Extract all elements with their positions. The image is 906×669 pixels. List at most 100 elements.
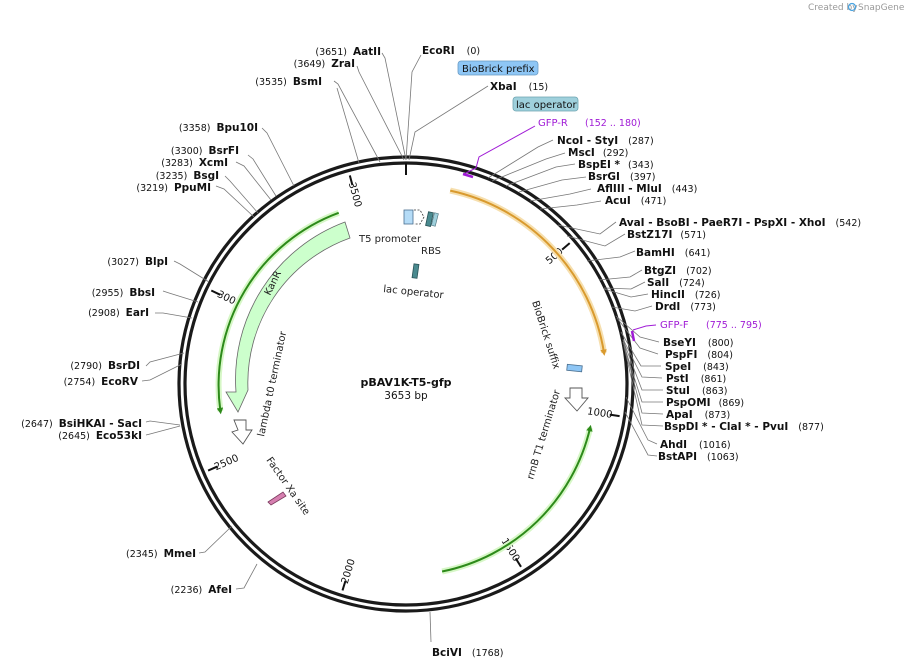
left-cds-arrow (216, 211, 340, 415)
site-bspei[interactable]: BspEI *(343) (578, 159, 654, 171)
lambda-t0-terminator-icon (231, 419, 253, 445)
site-bspdi-clai-pvui[interactable]: BspDI * - ClaI * - PvuI(877) (664, 421, 824, 433)
site-hincii[interactable]: HincII(726) (651, 289, 720, 301)
gfp-glow (449, 187, 607, 354)
gfp-r-mark (462, 172, 474, 179)
site-avai-xhoi[interactable]: AvaI - BsoBI - PaeR7I - PspXI - XhoI(542… (619, 217, 861, 229)
site-ahdi[interactable]: AhdI(1016) (660, 439, 731, 451)
site-eco53ki[interactable]: (2645)Eco53kI (58, 430, 142, 442)
site-psti[interactable]: PstI(861) (666, 373, 726, 385)
site-sali[interactable]: SalI(724) (647, 277, 705, 289)
factor-xa-site-icon (267, 491, 287, 506)
t5-promoter-arrow-icon (414, 209, 425, 225)
site-aatii[interactable]: (3651)AatII (315, 46, 381, 58)
site-bstz17i[interactable]: BstZ17I(571) (627, 229, 706, 241)
lac-operator-label: lac operator (383, 284, 445, 301)
site-afei[interactable]: (2236)AfeI (171, 584, 232, 596)
snapgene-logo-icon (847, 2, 857, 12)
site-leader-lines (141, 52, 664, 643)
site-pspfi[interactable]: PspFI(804) (665, 349, 733, 361)
site-bcivi[interactable]: BciVI(1768) (432, 647, 503, 659)
site-apai[interactable]: ApaI(873) (666, 409, 730, 421)
snapgene-brand: Created by SnapGene (808, 2, 905, 13)
tick-mark-1500 (514, 557, 522, 568)
site-xcmi[interactable]: (3283)XcmI (161, 157, 228, 169)
primer-gfp-f[interactable]: GFP-F (775 .. 795) (630, 320, 762, 342)
site-pspomi[interactable]: PspOMI(869) (666, 397, 744, 409)
site-spei[interactable]: SpeI(843) (665, 361, 729, 373)
feature-t5-promoter[interactable]: T5 promoter (358, 209, 425, 245)
feature-factor-xa[interactable]: Factor Xa site (264, 455, 312, 517)
tick-mark-2000 (341, 580, 347, 591)
plasmid-name: pBAV1K-T5-gfp (361, 376, 452, 389)
site-bsrfi[interactable]: (3300)BsrFI (171, 145, 239, 157)
biobrick-prefix-box (457, 60, 539, 76)
feature-lac-operator[interactable]: lac operator (383, 263, 445, 302)
site-bsrdi[interactable]: (2790)BsrDI (70, 360, 140, 372)
tick-mark-3500 (348, 175, 354, 186)
site-bseyi[interactable]: BseYI(800) (663, 337, 733, 349)
tag-lac-operator[interactable]: lac operator (512, 96, 579, 112)
primer-gfp-r[interactable]: GFP-R (152 .. 180) (462, 118, 641, 179)
site-bsmi[interactable]: (3535)BsmI (255, 76, 322, 88)
gfp-f-mark (630, 330, 636, 342)
site-afliii-mlui[interactable]: AflIII - MluI(443) (597, 183, 697, 195)
lac-operator-icon (411, 263, 420, 279)
site-bsihkai-saci[interactable]: (2647)BsiHKAI - SacI (21, 418, 142, 430)
site-msci[interactable]: MscI(292) (568, 147, 628, 159)
gfp-f-leader (632, 324, 657, 331)
gfp-f-range: (775 .. 795) (706, 320, 762, 331)
biobrick-suffix-icon (566, 363, 583, 373)
biobrick-prefix-label: BioBrick prefix (462, 64, 535, 75)
feature-kanr[interactable]: KanR (225, 221, 351, 413)
site-stui[interactable]: StuI(863) (666, 385, 728, 397)
site-bstapi[interactable]: BstAPI(1063) (658, 451, 739, 463)
site-bsrgi[interactable]: BsrGI(397) (588, 171, 656, 183)
site-bamhi[interactable]: BamHI(641) (636, 247, 710, 259)
site-btgzi[interactable]: BtgZI(702) (644, 265, 712, 277)
site-ecorv[interactable]: (2754)EcoRV (64, 376, 139, 388)
feature-left-cds[interactable] (215, 209, 340, 415)
plasmid-length: 3653 bp (384, 390, 428, 402)
site-drdi[interactable]: DrdI(773) (655, 301, 716, 313)
green-cds-arrow (441, 424, 593, 573)
gfp-r-name: GFP-R (538, 118, 568, 129)
site-eari[interactable]: (2908)EarI (88, 307, 149, 319)
tick-mark-500 (561, 242, 571, 251)
rrnb-t1-terminator-icon (563, 387, 589, 412)
rbs-label: RBS (421, 246, 441, 257)
site-ppumi[interactable]: (3219)PpuMI (136, 182, 211, 194)
brand-name: SnapGene (858, 3, 905, 13)
site-bbsi[interactable]: (2955)BbsI (92, 287, 155, 299)
site-acui[interactable]: AcuI(471) (605, 195, 666, 207)
site-zrai[interactable]: (3649)ZraI (294, 58, 355, 70)
tick-mark-3000 (210, 289, 221, 296)
t5-promoter-icon (403, 209, 414, 225)
tick-label-2000: 2000 (340, 558, 358, 586)
plasmid-center: pBAV1K-T5-gfp 3653 bp (361, 376, 452, 402)
site-xbai[interactable]: XbaI(15) (490, 81, 548, 93)
tick-label-3500: 3500 (346, 181, 363, 208)
feature-rbs[interactable]: RBS (421, 211, 441, 257)
feature-green-cds[interactable] (441, 424, 594, 575)
site-bpu10i[interactable]: (3358)Bpu10I (179, 122, 258, 134)
kanr-arrow (225, 221, 351, 413)
rrnb-t1-label: rrnB T1 terminator (525, 388, 563, 481)
t5-promoter-label: T5 promoter (358, 234, 422, 245)
feature-biobrick-suffix[interactable]: BioBrick suffix (529, 300, 583, 373)
biobrick-suffix-label: BioBrick suffix (529, 300, 561, 371)
site-bsgi[interactable]: (3235)BsgI (156, 170, 219, 182)
lac-operator-tag-label: lac operator (516, 100, 577, 111)
site-blpi[interactable]: (3027)BlpI (107, 256, 168, 268)
tick-label-1000: 1000 (586, 406, 613, 421)
site-ecori[interactable]: EcoRI(0) (422, 45, 480, 57)
tick-mark-1000 (609, 413, 620, 418)
tick-label-2500: 2500 (213, 453, 241, 473)
tick-mark-2500 (207, 465, 218, 472)
lac-operator-box (512, 96, 579, 112)
tag-biobrick-prefix[interactable]: BioBrick prefix (457, 60, 539, 76)
site-ncoi-styi[interactable]: NcoI - StyI(287) (557, 135, 654, 147)
site-mmei[interactable]: (2345)MmeI (126, 548, 196, 560)
feature-gfp-cds[interactable] (449, 187, 607, 356)
